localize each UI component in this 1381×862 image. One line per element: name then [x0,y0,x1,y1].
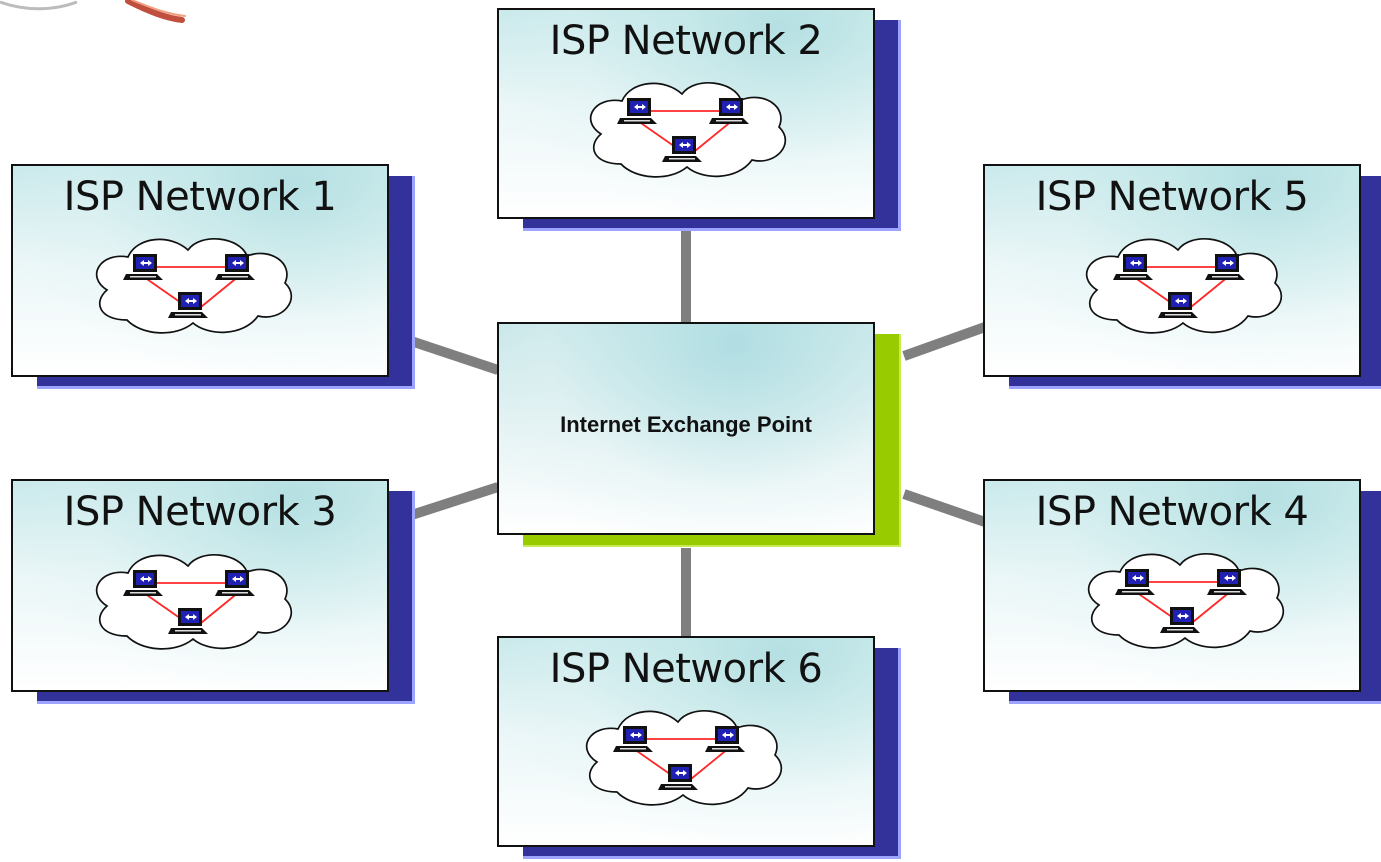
laptop-icon [1205,254,1245,280]
isp-network-1-cloud [89,232,295,340]
card-surface [497,322,875,535]
isp-network-6-cloud [579,704,785,812]
laptop-icon [168,608,208,634]
isp-network-3-title: ISP Network 3 [63,489,337,535]
isp-network-4-cloud [1081,547,1287,655]
isp-network-3-cloud [89,548,295,656]
internet-exchange-point-label: Internet Exchange Point [560,412,812,437]
isp-network-1-title: ISP Network 1 [63,174,337,220]
cloud-icon [585,710,783,806]
connector-isp-5-to-ixp [902,322,987,361]
laptop-icon [705,726,745,752]
laptop-icon [215,570,255,596]
isp-network-2-card: ISP Network 2 [497,8,901,231]
laptop-icon [613,726,653,752]
laptop-icon [1158,292,1198,318]
laptop-icon [658,764,698,790]
isp-network-1-card: ISP Network 1 [11,164,415,389]
cloud-icon [589,82,787,178]
laptop-icon [1160,607,1200,633]
laptop-icon [617,98,657,124]
laptop-icon [709,98,749,124]
laptop-icon [123,254,163,280]
laptop-icon [168,292,208,318]
laptop-icon [1113,254,1153,280]
cloud-icon [95,238,293,334]
isp-network-5-card: ISP Network 5 [983,164,1381,389]
isp-network-5-title: ISP Network 5 [1035,174,1309,220]
cloud-icon [1085,238,1283,334]
laptop-icon [662,136,702,162]
laptop-icon [123,570,163,596]
laptop-icon [1207,569,1247,595]
isp-network-6-card: ISP Network 6 [497,636,901,859]
isp-network-4-title: ISP Network 4 [1035,489,1309,535]
isp-network-6-title: ISP Network 6 [549,646,823,692]
isp-network-2-cloud [583,76,789,184]
isp-network-4-card: ISP Network 4 [983,479,1381,704]
cloud-icon [1087,553,1285,649]
laptop-icon [1115,569,1155,595]
internet-exchange-point-card: Internet Exchange Point [497,322,901,547]
isp-network-5-cloud [1079,232,1285,340]
cloud-icon [95,554,293,650]
isp-network-3-card: ISP Network 3 [11,479,415,704]
card-surface [983,164,1361,377]
connector-isp-4-to-ixp [902,489,987,527]
isp-network-2-title: ISP Network 2 [549,18,823,64]
card-surface [11,164,389,377]
decorative-corner-arc-icon [0,0,186,23]
laptop-icon [215,254,255,280]
